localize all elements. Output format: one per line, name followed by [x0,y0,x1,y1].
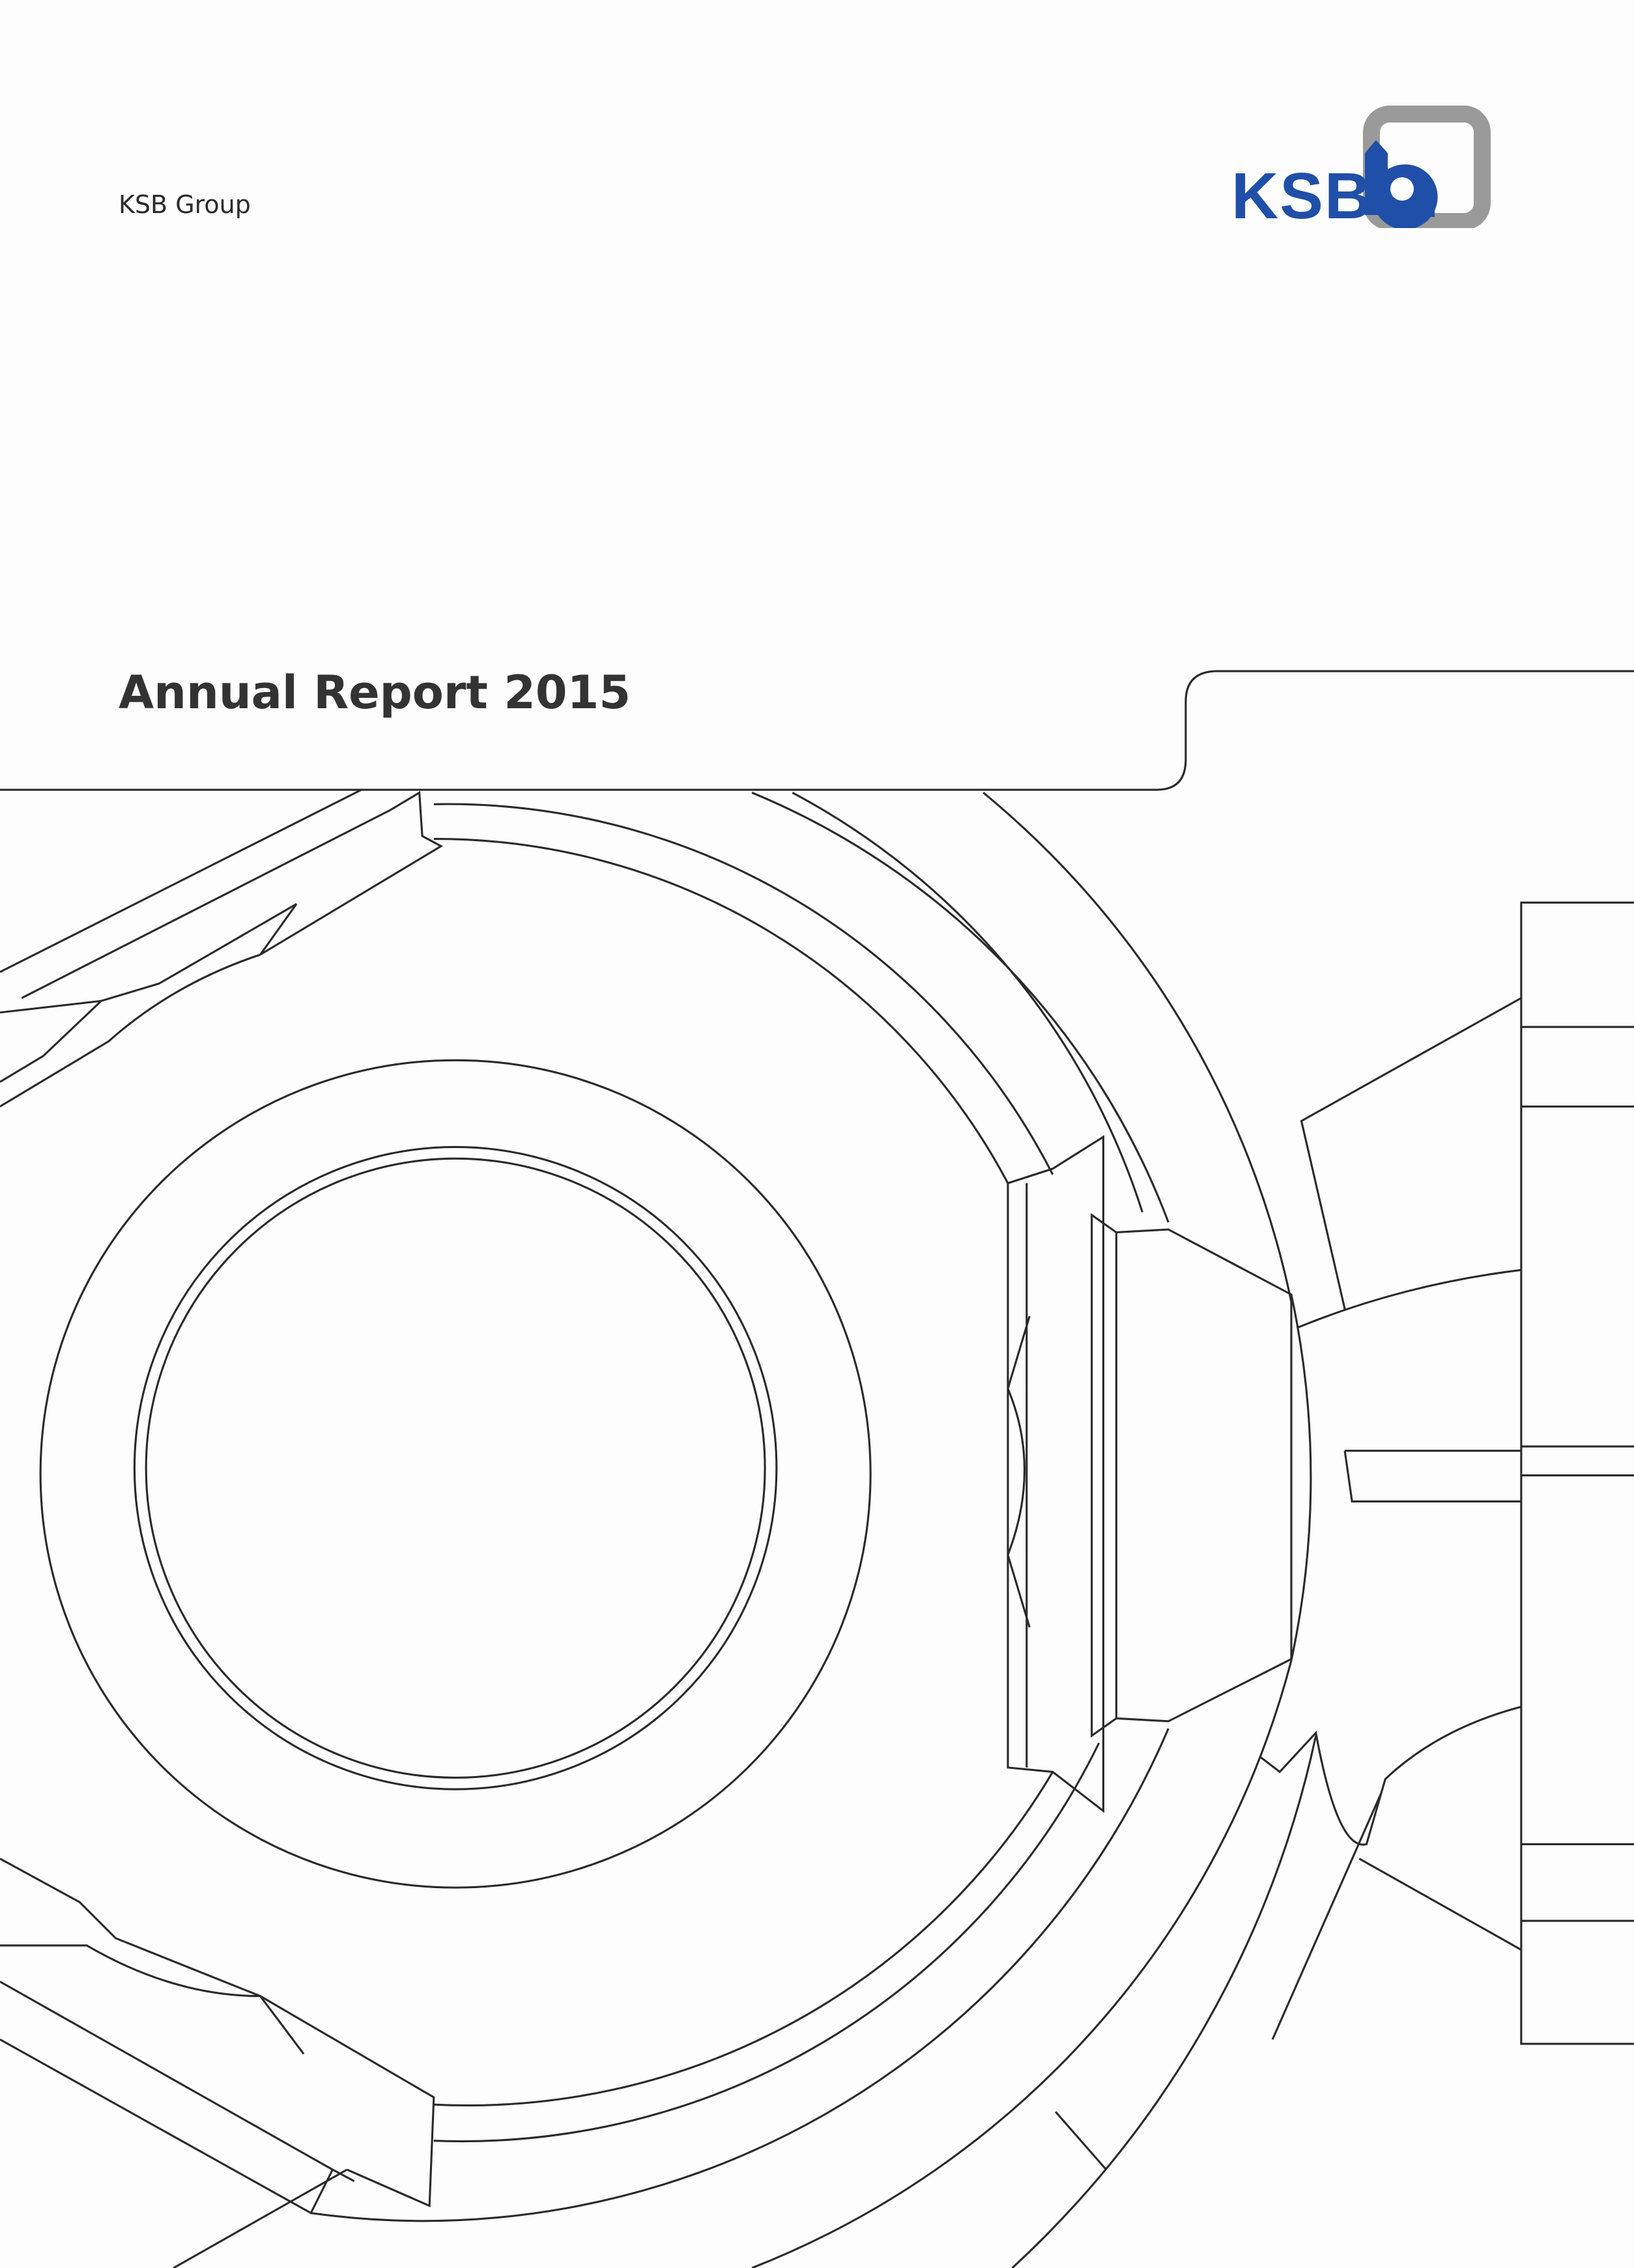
svg-text:KSB: KSB [1231,160,1373,228]
group-label: KSB Group [119,190,251,219]
ksb-logo: KSB [1231,106,1491,228]
report-title: Annual Report 2015 [119,666,631,719]
